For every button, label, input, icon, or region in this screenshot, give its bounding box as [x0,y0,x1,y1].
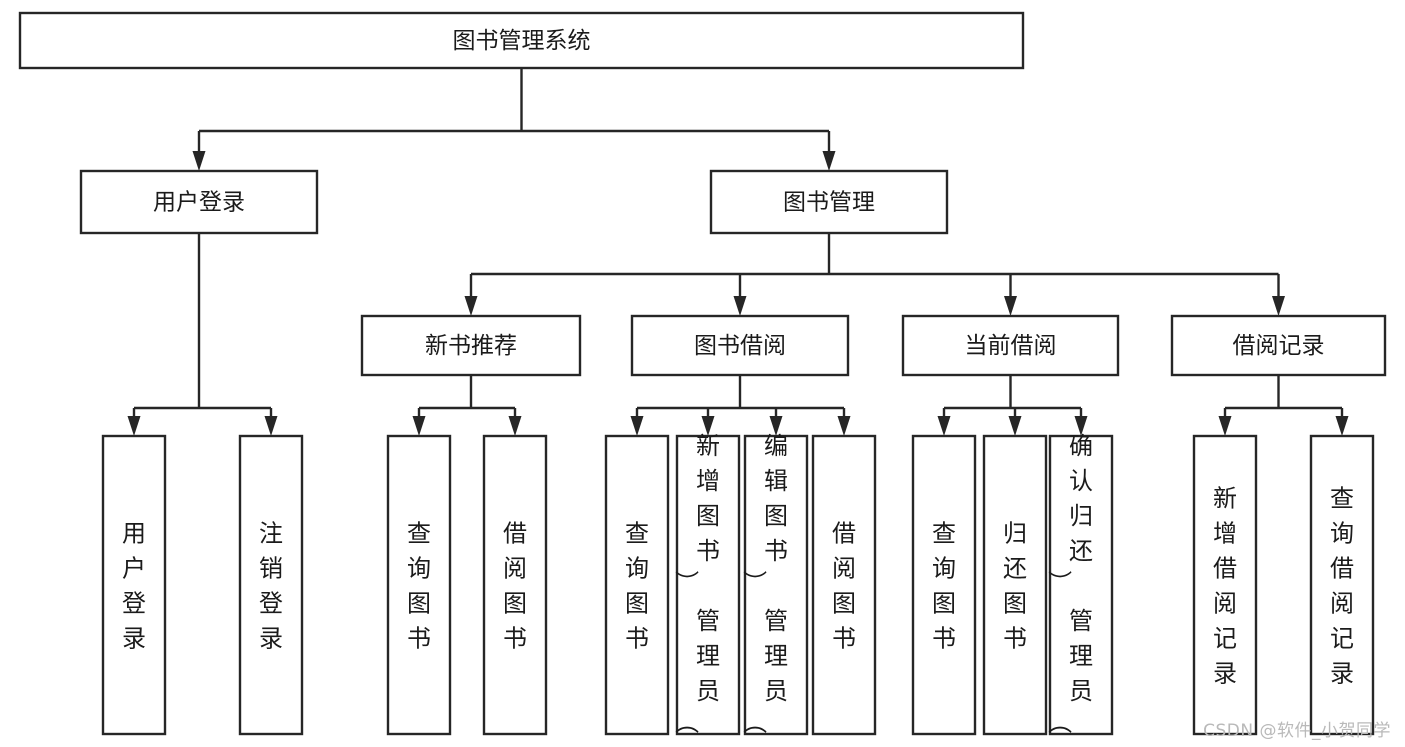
arrow-head-icon [464,296,478,316]
node-label: 借阅图书 [832,520,856,653]
arrow-head-icon [127,416,141,436]
node-label: 借阅图书 [503,520,527,653]
connector-group [412,375,522,436]
node-leaf-return-book[interactable]: 归还图书 [982,434,1048,736]
node-box [1309,434,1375,736]
node-book-borrow[interactable]: 图书借阅 [630,314,850,377]
arrow-head-icon [1004,296,1017,316]
node-book-management[interactable]: 图书管理 [709,169,949,235]
node-current-borrow[interactable]: 当前借阅 [901,314,1120,377]
node-box [911,434,977,736]
node-label: 注销登录 [259,520,283,653]
arrow-head-icon [769,416,783,436]
node-label: 查询图书 [407,520,431,653]
edge-layer [127,68,1349,436]
node-box [238,434,304,736]
arrow-head-icon [1335,416,1349,436]
node-label: 当前借阅 [965,333,1057,359]
arrow-head-icon [1008,416,1022,436]
node-box [901,314,1120,377]
node-label: 新增图书（管理员） [674,432,720,734]
node-box [482,434,548,736]
node-box [18,11,1025,70]
node-layer: 图书管理系统用户登录图书管理新书推荐图书借阅当前借阅借阅记录用户登录注销登录查询… [18,11,1387,736]
arrow-head-icon [701,416,715,436]
node-leaf-query-borrow-record[interactable]: 查询借阅记录 [1309,434,1375,736]
node-label: 用户登录 [153,190,245,216]
node-box [79,169,319,235]
node-new-book-recommend[interactable]: 新书推荐 [360,314,582,377]
node-label: 图书管理 [783,190,875,216]
node-box [101,434,167,736]
arrow-head-icon [1218,416,1232,436]
node-label: 编辑图书（管理员） [742,432,788,734]
node-leaf-edit-book[interactable]: 编辑图书（管理员） [742,432,809,736]
arrow-head-icon [630,416,644,436]
node-label: 查询借阅记录 [1330,485,1354,688]
node-label: 图书借阅 [694,333,786,359]
node-box [811,434,877,736]
node-box [743,434,809,736]
node-label: 新书推荐 [425,333,517,359]
node-leaf-add-book[interactable]: 新增图书（管理员） [674,432,741,736]
node-box [630,314,850,377]
node-leaf-confirm-return[interactable]: 确认归还（管理员） [1047,432,1114,736]
node-leaf-add-borrow-record[interactable]: 新增借阅记录 [1192,434,1258,736]
arrow-head-icon [412,416,426,436]
node-box [675,434,741,736]
arrow-head-icon [1074,416,1088,436]
node-label: 查询图书 [625,520,649,653]
node-label: 用户登录 [122,520,146,653]
arrow-head-icon [264,416,278,436]
node-leaf-query-book-1[interactable]: 查询图书 [386,434,452,736]
node-box [982,434,1048,736]
node-box [1170,314,1387,377]
node-box [1192,434,1258,736]
node-box [604,434,670,736]
connector-group [192,68,836,171]
connector-group [630,375,851,436]
node-label: 图书管理系统 [453,28,591,54]
node-leaf-query-book-2[interactable]: 查询图书 [604,434,670,736]
node-user-login[interactable]: 用户登录 [79,169,319,235]
connector-group [464,233,1285,316]
node-box [709,169,949,235]
arrow-head-icon [192,151,206,171]
arrow-head-icon [1272,296,1285,316]
arrow-head-icon [733,296,747,316]
node-label: 查询图书 [932,520,956,653]
node-label: 确认归还（管理员） [1047,432,1093,734]
node-box [1048,434,1114,736]
node-leaf-query-book-3[interactable]: 查询图书 [911,434,977,736]
node-box [360,314,582,377]
node-box [386,434,452,736]
node-leaf-borrow-book-1[interactable]: 借阅图书 [482,434,548,736]
node-label: 归还图书 [1003,520,1027,653]
node-leaf-user-login[interactable]: 用户登录 [101,434,167,736]
node-leaf-borrow-book-2[interactable]: 借阅图书 [811,434,877,736]
node-root[interactable]: 图书管理系统 [18,11,1025,70]
csdn-watermark: CSDN @软件_小贺同学 [1203,721,1391,741]
arrow-head-icon [937,416,951,436]
node-label: 借阅记录 [1233,333,1325,359]
connector-group [1218,375,1349,436]
arrow-head-icon [837,416,851,436]
connector-group [937,375,1088,436]
arrow-head-icon [508,416,522,436]
node-label: 新增借阅记录 [1213,485,1237,688]
arrow-head-icon [822,151,836,171]
node-borrow-record[interactable]: 借阅记录 [1170,314,1387,377]
connector-group [127,233,278,436]
node-leaf-user-logout[interactable]: 注销登录 [238,434,304,736]
